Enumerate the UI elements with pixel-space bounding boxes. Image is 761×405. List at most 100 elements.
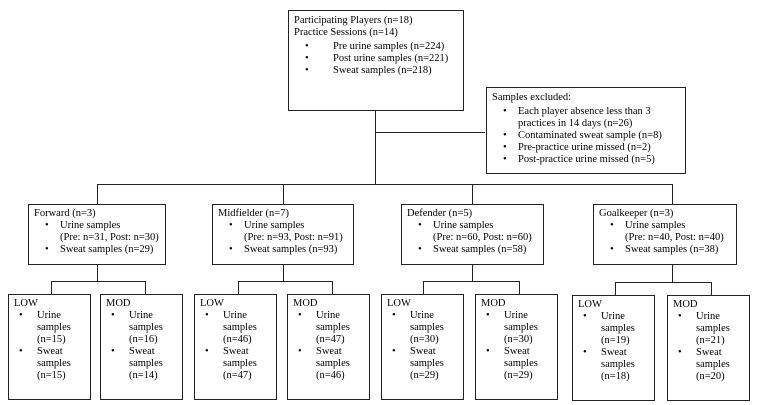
connector-forward	[97, 184, 98, 204]
defender-mod-urine-n: (n=30)	[504, 334, 533, 345]
connector-goalkeeper	[672, 184, 673, 204]
midfielder-mod-urine-n: (n=47)	[316, 334, 345, 345]
forward-low-urine-label: Urine samples	[37, 310, 71, 333]
defender-urine-label: Urine samples	[433, 220, 494, 231]
midfielder-urine-label: Urine samples	[244, 220, 305, 231]
goalkeeper-low-urine-n: (n=19)	[601, 335, 630, 346]
connector-top-trunk	[375, 111, 376, 184]
post-urine-item: Post urine samples (n=221)	[294, 53, 458, 65]
defender-box: Defender (n=5) Urine samples (Pre: n=60,…	[401, 204, 544, 265]
forward-mod-urine-label: Urine samples	[129, 310, 163, 333]
forward-sweat-item: Sweat samples (n=29)	[34, 244, 160, 256]
goalkeeper-mod-sweat-n: (n=20)	[696, 371, 725, 382]
midfielder-low-urine-n: (n=46)	[223, 334, 252, 345]
goalkeeper-title: Goalkeeper (n=3)	[599, 208, 674, 219]
defender-mod-sweat-label: Sweat samples	[504, 346, 538, 369]
defender-urine-item: Urine samples (Pre: n=60, Post: n=60)	[407, 220, 538, 244]
connector-defender-mod	[519, 281, 520, 294]
midfielder-low-box: LOW Urine samples (n=46) Sweat samples (…	[194, 294, 277, 400]
goalkeeper-urine-detail: (Pre: n=40, Post: n=40)	[625, 232, 724, 243]
forward-low-box: LOW Urine samples (n=15) Sweat samples (…	[8, 294, 91, 400]
connector-forward-low	[51, 281, 52, 294]
forward-low-sweat-n: (n=15)	[37, 370, 66, 381]
forward-low-label: LOW	[14, 298, 38, 309]
forward-low-urine-item: Urine samples (n=15)	[14, 310, 85, 346]
goalkeeper-mod-sweat-item: Sweat samples (n=20)	[673, 347, 744, 383]
midfielder-mod-sweat-n: (n=46)	[316, 370, 345, 381]
excluded-title: Samples excluded:	[492, 92, 572, 103]
defender-mod-label: MOD	[481, 298, 506, 309]
forward-mod-box: MOD Urine samples (n=16) Sweat samples (…	[100, 294, 183, 400]
connector-midfielder-bar	[238, 281, 332, 282]
forward-mod-sweat-label: Sweat samples	[129, 346, 163, 369]
midfielder-urine-item: Urine samples (Pre: n=93, Post: n=91)	[218, 220, 348, 244]
midfielder-low-sweat-label: Sweat samples	[223, 346, 257, 369]
connector-goalkeeper-down	[672, 265, 673, 282]
connector-goalkeeper-mod	[711, 282, 712, 295]
forward-mod-sweat-item: Sweat samples (n=14)	[106, 346, 177, 382]
forward-title: Forward (n=3)	[34, 208, 96, 219]
forward-box: Forward (n=3) Urine samples (Pre: n=31, …	[28, 204, 166, 265]
defender-low-label: LOW	[387, 298, 411, 309]
defender-low-urine-label: Urine samples	[410, 310, 444, 333]
defender-low-box: LOW Urine samples (n=30) Sweat samples (…	[381, 294, 464, 400]
connector-midfielder	[283, 184, 284, 204]
connector-goalkeeper-low	[615, 282, 616, 295]
defender-low-sweat-label: Sweat samples	[410, 346, 444, 369]
connector-excluded-branch	[375, 132, 485, 133]
goalkeeper-box: Goalkeeper (n=3) Urine samples (Pre: n=4…	[593, 204, 737, 265]
defender-mod-box: MOD Urine samples (n=30) Sweat samples (…	[475, 294, 558, 400]
goalkeeper-low-sweat-n: (n=18)	[601, 371, 630, 382]
connector-defender-low	[423, 281, 424, 294]
connector-goalkeeper-bar	[615, 282, 711, 283]
connector-midfielder-low	[238, 281, 239, 294]
connector-positions-bar	[97, 184, 672, 185]
connector-defender-down	[472, 265, 473, 281]
defender-mod-sweat-item: Sweat samples (n=29)	[481, 346, 552, 382]
midfielder-title: Midfielder (n=7)	[218, 208, 289, 219]
goalkeeper-low-box: LOW Urine samples (n=19) Sweat samples (…	[572, 295, 655, 401]
midfielder-low-urine-item: Urine samples (n=46)	[200, 310, 271, 346]
forward-urine-item: Urine samples (Pre: n=31, Post: n=30)	[34, 220, 160, 244]
goalkeeper-low-urine-item: Urine samples (n=19)	[578, 311, 649, 347]
goalkeeper-low-urine-label: Urine samples	[601, 311, 635, 334]
participants-box: Participating Players (n=18) Practice Se…	[288, 10, 464, 111]
forward-low-sweat-item: Sweat samples (n=15)	[14, 346, 85, 382]
practice-sessions-text: Practice Sessions (n=14)	[294, 27, 398, 38]
connector-forward-down	[97, 265, 98, 281]
forward-mod-sweat-n: (n=14)	[129, 370, 158, 381]
goalkeeper-low-label: LOW	[578, 299, 602, 310]
forward-urine-detail: (Pre: n=31, Post: n=30)	[60, 232, 159, 243]
midfielder-mod-urine-item: Urine samples (n=47)	[293, 310, 364, 346]
midfielder-mod-urine-label: Urine samples	[316, 310, 350, 333]
forward-urine-label: Urine samples	[60, 220, 121, 231]
midfielder-sweat-item: Sweat samples (n=93)	[218, 244, 348, 256]
forward-low-urine-n: (n=15)	[37, 334, 66, 345]
defender-low-urine-n: (n=30)	[410, 334, 439, 345]
goalkeeper-mod-urine-n: (n=21)	[696, 335, 725, 346]
defender-low-sweat-n: (n=29)	[410, 370, 439, 381]
midfielder-mod-sweat-item: Sweat samples (n=46)	[293, 346, 364, 382]
excluded-post-missed-item: Post-practice urine missed (n=5)	[492, 154, 680, 166]
midfielder-low-urine-label: Urine samples	[223, 310, 257, 333]
defender-mod-urine-label: Urine samples	[504, 310, 538, 333]
goalkeeper-mod-urine-item: Urine samples (n=21)	[673, 311, 744, 347]
goalkeeper-mod-label: MOD	[673, 299, 698, 310]
goalkeeper-mod-box: MOD Urine samples (n=21) Sweat samples (…	[667, 295, 750, 401]
goalkeeper-urine-label: Urine samples	[625, 220, 686, 231]
forward-mod-urine-item: Urine samples (n=16)	[106, 310, 177, 346]
midfielder-mod-box: MOD Urine samples (n=47) Sweat samples (…	[287, 294, 370, 400]
excluded-pre-missed-item: Pre-practice urine missed (n=2)	[492, 142, 680, 154]
connector-midfielder-down	[283, 265, 284, 281]
midfielder-mod-sweat-label: Sweat samples	[316, 346, 350, 369]
defender-mod-urine-item: Urine samples (n=30)	[481, 310, 552, 346]
midfielder-low-sweat-n: (n=47)	[223, 370, 252, 381]
defender-low-urine-item: Urine samples (n=30)	[387, 310, 458, 346]
goalkeeper-sweat-item: Sweat samples (n=38)	[599, 244, 731, 256]
defender-sweat-item: Sweat samples (n=58)	[407, 244, 538, 256]
pre-urine-item: Pre urine samples (n=224)	[294, 41, 458, 53]
midfielder-low-sweat-item: Sweat samples (n=47)	[200, 346, 271, 382]
excluded-contaminated-item: Contaminated sweat sample (n=8)	[492, 130, 680, 142]
forward-mod-label: MOD	[106, 298, 131, 309]
goalkeeper-low-sweat-item: Sweat samples (n=18)	[578, 347, 649, 383]
